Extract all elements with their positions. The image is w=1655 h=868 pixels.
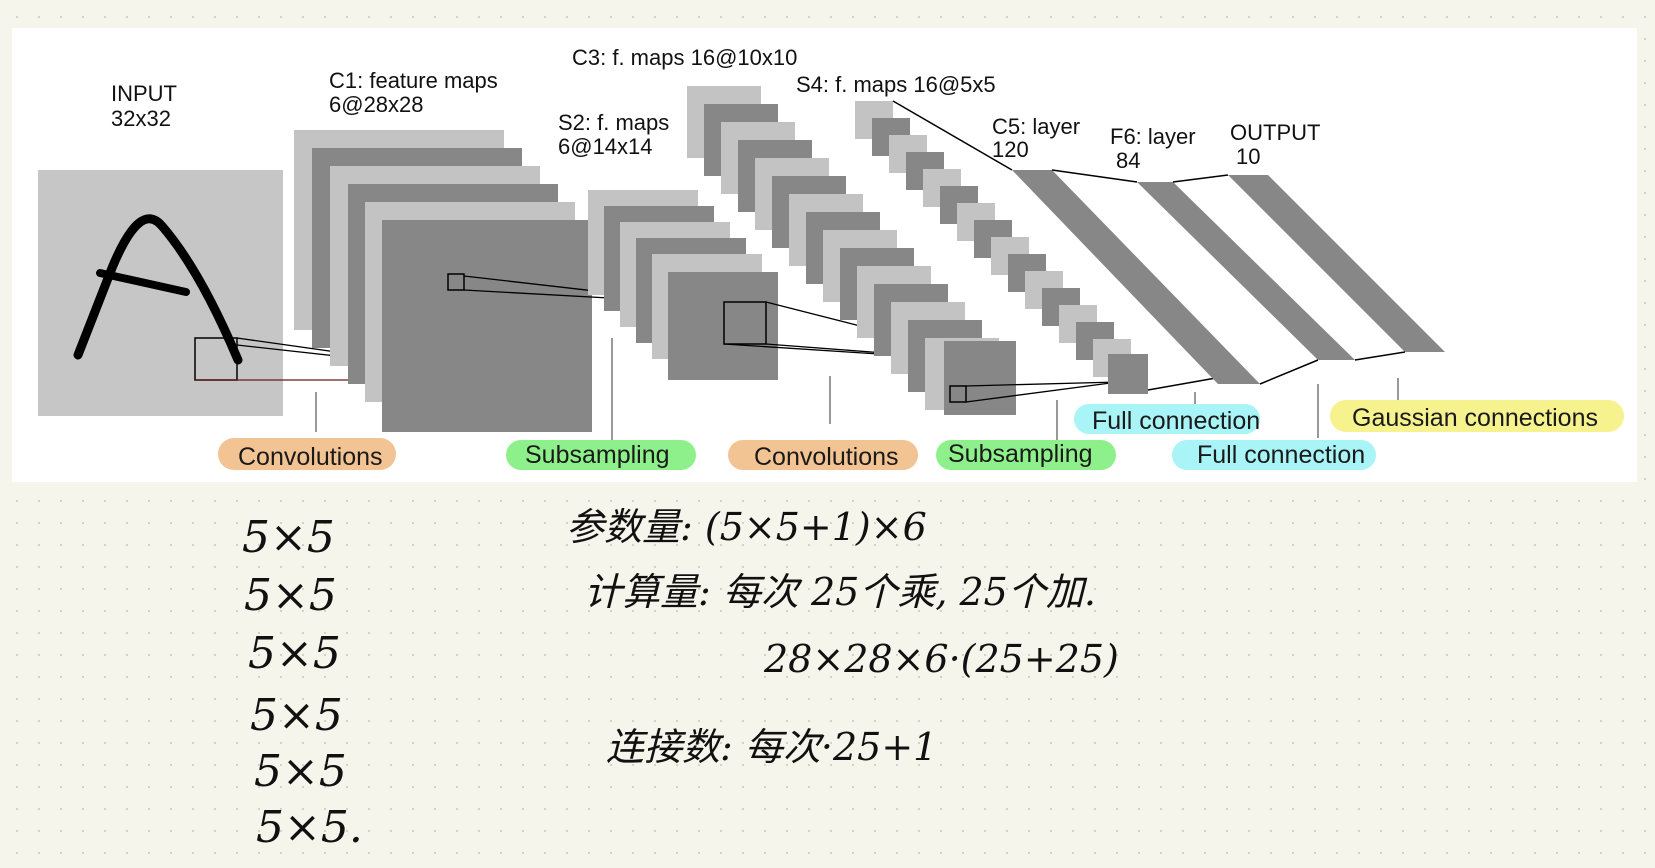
- s2-size-label: 6@14x14: [558, 134, 653, 159]
- svg-text:Subsampling: Subsampling: [948, 440, 1093, 468]
- s4-label: S4: f. maps 16@5x5: [796, 72, 996, 97]
- s4-to-c5-line: [892, 100, 1013, 171]
- compute-formula-note: 28×28×6·(25+25): [763, 637, 1119, 681]
- c3-label: C3: f. maps 16@10x10: [572, 45, 797, 70]
- svg-text:Subsampling: Subsampling: [525, 441, 670, 469]
- s4-to-c5-line: [1147, 377, 1217, 391]
- params-note: 参数量: (5×5+1)×6: [566, 505, 927, 549]
- s2-label: S2: f. maps: [558, 110, 669, 135]
- op-pill-gauss: Gaussian connections: [1330, 400, 1624, 432]
- output-label: OUTPUT: [1230, 120, 1320, 145]
- op-pill-conv-2: Convolutions: [728, 440, 918, 471]
- kernel-size-item: 5×5: [242, 512, 335, 563]
- output-size-label: 10: [1236, 144, 1260, 169]
- c1-label: C1: feature maps: [329, 68, 498, 93]
- input-letter-a-bar: [96, 269, 190, 296]
- c3-projection-line: [965, 381, 1119, 403]
- c3-feature-maps: [687, 86, 1016, 415]
- c5-label: C5: layer: [992, 114, 1080, 139]
- output-layer: [1228, 175, 1445, 352]
- kernel-size-list: 5×5 5×5 5×5 5×5 5×5 5×5.: [242, 512, 363, 853]
- op-pill-full-1: Full connection: [1074, 404, 1260, 435]
- f6-label: F6: layer: [1110, 124, 1196, 149]
- kernel-size-item: 5×5: [244, 570, 337, 621]
- c5-to-f6-line: [1051, 169, 1138, 183]
- svg-text:Full connection: Full connection: [1197, 441, 1365, 469]
- kernel-size-item: 5×5.: [256, 802, 363, 853]
- input-image: [38, 170, 283, 416]
- f6-size-label: 84: [1116, 148, 1140, 173]
- svg-text:Convolutions: Convolutions: [754, 443, 899, 471]
- kernel-size-item: 5×5: [248, 628, 341, 679]
- s2-feature-maps: [588, 190, 778, 380]
- c5-to-f6-line: [1259, 359, 1319, 385]
- input-label: INPUT: [111, 81, 177, 106]
- op-pill-sub-1: Subsampling: [506, 440, 696, 470]
- op-pointer-ticks: [315, 338, 1399, 442]
- svg-text:Gaussian connections: Gaussian connections: [1352, 404, 1598, 432]
- c3-projection-line: [965, 381, 1119, 387]
- op-pill-full-2: Full connection: [1172, 440, 1376, 470]
- op-pill-conv-1: Convolutions: [218, 438, 396, 471]
- input-letter-a: [73, 214, 243, 365]
- c5-size-label: 120: [992, 137, 1029, 162]
- kernel-size-item: 5×5: [250, 690, 343, 741]
- c1-receptive-field: [447, 273, 465, 291]
- c1-size-label: 6@28x28: [329, 92, 424, 117]
- s4-feature-maps: [855, 101, 1148, 394]
- c3-receptive-field: [949, 385, 967, 403]
- f6-to-output-line: [1172, 174, 1229, 183]
- svg-text:Full connection: Full connection: [1092, 407, 1260, 435]
- compute-note: 计算量: 每次 25个乘, 25个加.: [584, 570, 1096, 614]
- s2-receptive-field: [723, 301, 767, 345]
- input-size-label: 32x32: [111, 106, 171, 131]
- c5-layer: [1012, 170, 1260, 384]
- f6-to-output-line: [1354, 351, 1406, 361]
- f6-layer: [1137, 182, 1355, 360]
- c1-feature-maps: [294, 130, 592, 432]
- svg-text:Convolutions: Convolutions: [238, 443, 383, 471]
- kernel-size-item: 5×5: [254, 746, 347, 797]
- op-pill-sub-2: Subsampling: [936, 440, 1116, 470]
- connections-note: 连接数: 每次·25+1: [606, 725, 937, 769]
